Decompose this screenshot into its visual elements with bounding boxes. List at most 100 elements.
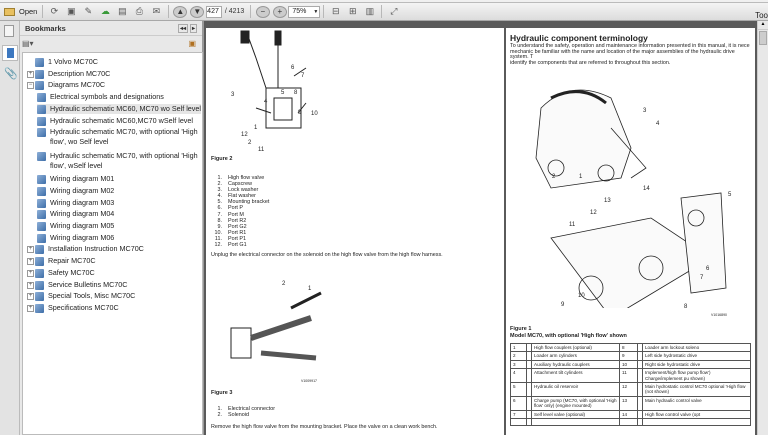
next-page-button[interactable]: ▼	[190, 5, 205, 18]
legend-item: 11.Port P1	[210, 236, 269, 242]
open-button[interactable]: Open	[4, 5, 37, 19]
bookmark-item[interactable]: Electrical symbols and designations	[37, 92, 201, 103]
table-cell: 12	[619, 382, 638, 397]
close-panel-button[interactable]: ▸	[189, 23, 197, 33]
callout-number: 3	[643, 108, 647, 114]
combine-icon[interactable]: ▣	[67, 6, 76, 16]
bookmarks-panel: Bookmarks ◂◂ ▸ ▤▾▣ 1 Volvo MC70C+Descrip…	[20, 21, 204, 435]
expander-icon[interactable]: +	[27, 246, 34, 254]
previous-page-button[interactable]: ▲	[173, 5, 188, 18]
bookmark-item[interactable]: Hydraulic schematic MC70, with optional …	[37, 127, 201, 147]
bookmark-label: Service Bulletins MC70C	[48, 279, 128, 289]
legend-text: Port G1	[228, 242, 247, 249]
bookmarks-panel-icon[interactable]	[2, 45, 18, 61]
legend-text: High flow valve	[228, 175, 265, 181]
bookmark-icon	[37, 233, 46, 243]
bookmark-item[interactable]: +Description MC70C	[27, 69, 199, 79]
callout-number: 7	[301, 73, 305, 79]
bookmark-item[interactable]: Wiring diagram M04	[37, 209, 201, 220]
upload-cloud-icon[interactable]: ☁	[100, 6, 110, 16]
legend-item: 10.Port R1	[210, 230, 269, 236]
tools-button[interactable]: Too	[755, 11, 768, 20]
table-cell: 4	[510, 368, 527, 384]
bookmark-item[interactable]: −Diagrams MC70C	[27, 80, 199, 91]
section-title: Hydraulic component terminology	[510, 33, 648, 43]
bookmark-tree: 1 Volvo MC70C +Description MC70C−Diagrams…	[22, 52, 203, 435]
scroll-up-arrow[interactable]: ▲	[758, 21, 768, 30]
figure-2-diagram	[240, 30, 307, 129]
legend-item: 7.Port M	[210, 212, 269, 218]
table-cell: 3	[510, 359, 527, 370]
bookmark-item[interactable]: +Repair MC70C	[27, 256, 199, 267]
legend-text: Port P	[228, 205, 243, 212]
bookmark-item[interactable]: + Service Bulletins MC70C	[27, 280, 199, 290]
table-cell: Hydraulic oil reservoir	[531, 382, 620, 397]
expander-icon[interactable]: −	[27, 82, 34, 90]
table-cell: Loader arm cylinders	[531, 351, 620, 361]
bookmark-item[interactable]: +Special Tools, Misc MC70C	[27, 291, 199, 302]
table-cell: 7	[510, 409, 527, 420]
bookmark-item[interactable]: Wiring diagram M03	[37, 198, 201, 208]
callout-number: 1	[579, 174, 583, 180]
bookmark-label: Wiring diagram M02	[50, 185, 115, 195]
print-icon[interactable]: ⎙	[135, 6, 143, 16]
fullscreen-icon[interactable]: ⤢	[390, 6, 398, 16]
create-icon[interactable]: ⟳	[50, 6, 59, 16]
two-page-icon[interactable]: ▥	[365, 6, 375, 16]
bookmark-icon	[35, 58, 44, 67]
expand-bookmark-icon[interactable]: ▣	[188, 38, 196, 48]
zoom-out-button[interactable]: −	[255, 5, 270, 18]
callout-number: 10	[578, 293, 585, 299]
page-number-input[interactable]: 427	[205, 5, 222, 18]
bookmark-item[interactable]: Hydraulic schematic MC60, MC70 wo Self l…	[37, 103, 201, 114]
expander-icon[interactable]: +	[27, 269, 34, 277]
bookmark-item[interactable]: 1 Volvo MC70C	[27, 57, 199, 67]
bookmark-item[interactable]: +Specifications MC70C	[27, 303, 199, 313]
bookmark-item[interactable]: Wiring diagram M05	[37, 221, 201, 231]
callout-number: 13	[604, 198, 611, 204]
page-total: / 4213	[224, 8, 245, 15]
table-cell: 14	[619, 409, 638, 420]
attachments-icon[interactable]: 📎	[4, 68, 18, 80]
toolbar: Open ⟳ ▣ ✎ ☁ ▤ ⎙ ✉ ▲ ▼ 427 / 4213 − + 75…	[0, 3, 768, 21]
bookmark-icon	[35, 292, 44, 302]
email-icon[interactable]: ✉	[152, 6, 161, 16]
legend-number: 1.	[217, 175, 223, 181]
edit-icon[interactable]: ✎	[84, 6, 93, 16]
legend-number: 3.	[217, 187, 223, 194]
zoom-select[interactable]: 75%▼	[288, 5, 321, 18]
callout-number: 5	[281, 90, 285, 96]
bookmark-item[interactable]: Hydraulic schematic MC60,MC70 wSelf leve…	[37, 116, 201, 126]
bookmark-options-icon[interactable]: ▤▾	[22, 38, 34, 48]
expander-icon[interactable]: +	[27, 293, 34, 301]
scrollbar-thumb[interactable]	[759, 31, 767, 45]
collapse-panel-button[interactable]: ◂◂	[177, 23, 188, 33]
bookmark-item[interactable]: +Installation Instruction MC70C	[27, 244, 199, 255]
expander-icon[interactable]: +	[27, 70, 34, 78]
bookmark-item[interactable]: Wiring diagram M01	[37, 174, 201, 185]
callout-number: 1	[308, 286, 312, 292]
legend-item: 9.Port G2	[210, 224, 269, 230]
table-cell: 2	[510, 351, 527, 361]
bookmark-item[interactable]: Wiring diagram M02	[37, 186, 201, 196]
bookmark-item[interactable]: +Safety MC70C	[27, 268, 199, 278]
bookmark-item[interactable]: Hydraulic schematic MC70, with optional …	[37, 151, 201, 171]
page-thumbnails-icon[interactable]	[4, 25, 14, 37]
table-cell: Left side hydrostatic drive	[642, 351, 751, 361]
bookmark-icon	[35, 69, 44, 79]
bookmark-icon	[37, 175, 46, 185]
fit-page-icon[interactable]: ⊞	[349, 6, 357, 16]
bookmark-item[interactable]: Wiring diagram M06	[37, 233, 201, 243]
zoom-in-button[interactable]: +	[272, 5, 287, 18]
vertical-scrollbar[interactable]: ▲	[757, 21, 768, 435]
legend-number: 2.	[217, 181, 223, 188]
legend-number: 10.	[214, 229, 223, 236]
bookmark-icon	[35, 268, 44, 278]
fit-width-icon[interactable]: ⊟	[332, 6, 340, 16]
expander-icon[interactable]: +	[27, 281, 34, 289]
expander-icon[interactable]: +	[27, 258, 34, 266]
expander-icon[interactable]: +	[27, 304, 34, 312]
save-icon[interactable]: ▤	[118, 6, 127, 16]
legend-item: 1.Electrical connector	[210, 406, 276, 412]
